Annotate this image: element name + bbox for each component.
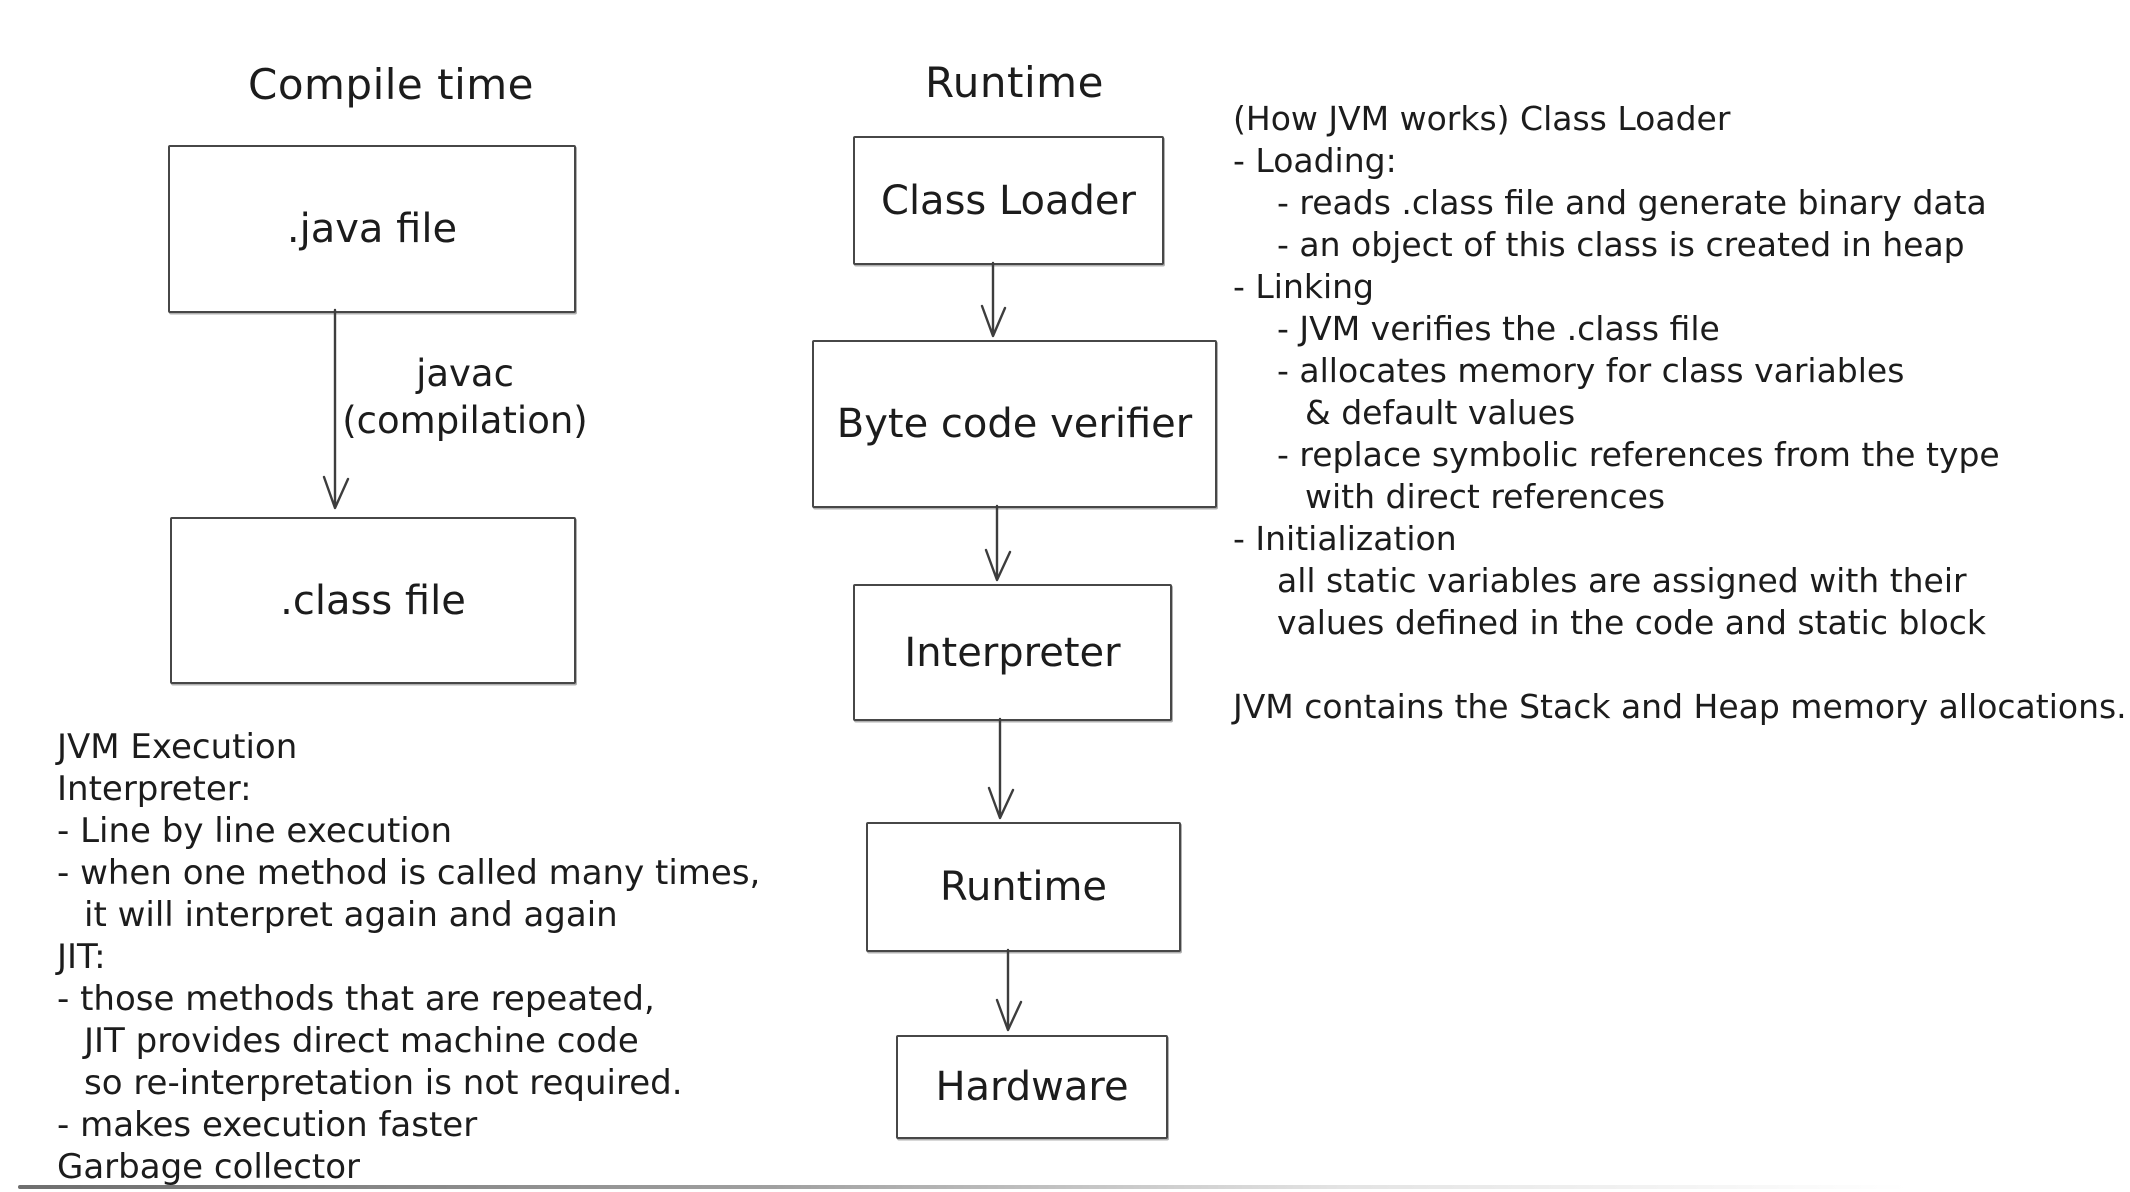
note-line: JVM contains the Stack and Heap memory a…	[1233, 687, 2127, 726]
note-line: - Initialization	[1233, 519, 1457, 558]
note-line: values defined in the code and static bl…	[1277, 603, 1987, 642]
hardware-node: Hardware	[896, 1035, 1168, 1139]
arrow-runtime-to-hardware	[995, 948, 1023, 1032]
note-line: - those methods that are repeated,	[57, 979, 655, 1019]
note-line: - reads .class file and generate binary …	[1277, 183, 1987, 222]
note-line: - Loading:	[1233, 141, 1397, 180]
note-line: all static variables are assigned with t…	[1277, 561, 1967, 600]
note-line: JVM Execution	[57, 727, 298, 767]
runtime-node: Runtime	[866, 822, 1181, 952]
note-line: (How JVM works) Class Loader	[1233, 99, 1731, 138]
javac-label-line1: javac	[416, 352, 514, 395]
note-line: - allocates memory for class variables	[1277, 351, 1905, 390]
note-line: - JVM verifies the .class file	[1277, 309, 1720, 348]
javac-label-line2: (compilation)	[342, 399, 588, 442]
class-loader-notes: (How JVM works) Class Loader- Loading:- …	[1233, 98, 2127, 728]
note-line: & default values	[1305, 393, 1576, 432]
note-line: Interpreter:	[57, 769, 252, 809]
interpreter-node: Interpreter	[853, 584, 1172, 721]
note-line: - when one method is called many times,	[57, 853, 761, 893]
compile-time-heading: Compile time	[248, 60, 535, 109]
note-line: JIT:	[57, 937, 106, 977]
note-line: - makes execution faster	[57, 1105, 478, 1145]
note-line: - replace symbolic references from the t…	[1277, 435, 2000, 474]
class-loader-node: Class Loader	[853, 136, 1164, 265]
cropped-bottom-edge	[18, 1185, 1908, 1189]
note-line: JIT provides direct machine code	[84, 1021, 639, 1061]
note-line: so re-interpretation is not required.	[84, 1063, 683, 1103]
note-line: with direct references	[1305, 477, 1666, 516]
javac-compilation-label: javac (compilation)	[330, 350, 600, 444]
note-line: - Line by line execution	[57, 811, 453, 851]
arrow-interpreter-to-runtime	[987, 717, 1015, 820]
note-line: it will interpret again and again	[84, 895, 618, 935]
note-line: - an object of this class is created in …	[1277, 225, 1965, 264]
note-line: Garbage collector	[57, 1147, 360, 1187]
byte-code-verifier-node: Byte code verifier	[812, 340, 1217, 508]
runtime-heading: Runtime	[925, 58, 1104, 107]
arrow-verifier-to-interpreter	[984, 504, 1012, 582]
note-line: - Linking	[1233, 267, 1375, 306]
note-line	[1233, 644, 2127, 686]
java-file-node: .java file	[168, 145, 576, 313]
arrow-class-loader-to-verifier	[980, 261, 1007, 338]
class-file-node: .class file	[170, 517, 576, 684]
